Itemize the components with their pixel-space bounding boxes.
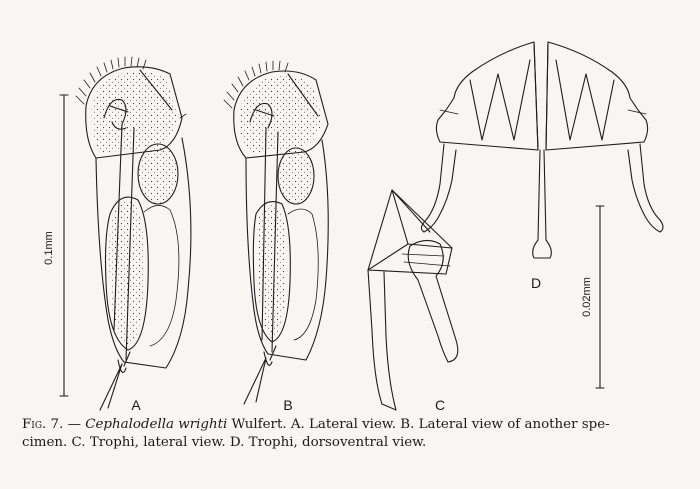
caption-text-line2: cimen. C. Trophi, lateral view. D. Troph… [22,435,427,450]
panel-label-b: B [283,397,292,413]
scale-label-small: 0.02mm [581,277,593,317]
caption-dash: — [67,417,81,432]
panel-c-drawing: C [367,189,459,413]
caption-species: Cephalodella wrighti [85,417,228,432]
figure-caption: Fig. 7. — Cephalodella wrighti Wulfert. … [22,416,682,452]
panel-label-a: A [131,397,141,413]
panel-label-d: D [531,275,541,291]
scale-bar-small: 0.02mm [581,205,605,389]
panel-b-drawing: B [223,60,329,413]
panel-label-c: C [435,397,445,413]
scale-bar-large: 0.1mm [43,94,69,397]
panel-d-drawing: D [420,41,664,291]
caption-fig-label: Fig. 7. [22,417,64,432]
caption-text-line1: Wulfert. A. Lateral view. B. Lateral vie… [231,417,610,432]
panel-a-drawing: A [75,56,192,413]
scale-label-large: 0.1mm [43,231,55,265]
